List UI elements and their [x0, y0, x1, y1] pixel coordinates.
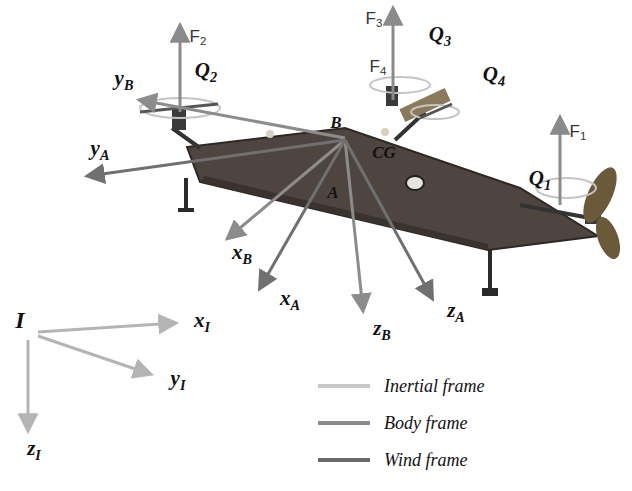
symbol: Q — [195, 58, 210, 82]
symbol: x — [232, 240, 243, 264]
subscript: A — [455, 309, 465, 325]
force-label: F1 — [570, 123, 587, 143]
motor-3-4 — [370, 77, 459, 122]
symbol: z — [27, 436, 35, 460]
subscript: I — [35, 447, 41, 463]
body-frame-axes — [140, 100, 363, 310]
symbol: y — [115, 66, 124, 90]
symbol: y — [91, 136, 100, 160]
subscript: 1 — [580, 130, 586, 142]
inertial-frame-axes — [28, 323, 175, 430]
axis-label: zI — [27, 438, 41, 462]
subscript: A — [100, 147, 110, 163]
symbol: Q — [483, 62, 498, 86]
legend-sample — [318, 458, 370, 462]
symbol: F — [370, 57, 380, 76]
axis-label: zA — [447, 300, 465, 324]
subscript: B — [381, 327, 391, 343]
legend-text: Inertial frame — [384, 377, 485, 395]
legend-sample — [318, 384, 370, 388]
axis-label: Q4 — [483, 64, 505, 88]
motor-1 — [536, 163, 625, 262]
axis-label: B — [330, 114, 341, 131]
axis-label: Q2 — [195, 60, 217, 84]
subscript: 1 — [544, 177, 551, 193]
subscript: A — [290, 297, 300, 313]
motor-booms — [172, 112, 590, 218]
symbol: y — [171, 366, 180, 390]
wind-frame-axes — [88, 140, 432, 298]
axis-label: xA — [280, 288, 300, 312]
subscript: 2 — [200, 35, 206, 47]
subscript: I — [204, 319, 210, 335]
symbol: x — [280, 286, 291, 310]
axis-label: yB — [115, 68, 134, 92]
subscript: 4 — [380, 65, 386, 77]
axis-label: zB — [373, 318, 391, 342]
axis-label: yI — [171, 368, 186, 392]
subscript: 2 — [210, 69, 217, 85]
legend-sample — [318, 421, 370, 425]
legend-text: Wind frame — [384, 451, 468, 469]
subscript: B — [124, 77, 134, 93]
subscript: 3 — [376, 17, 382, 29]
symbol: F — [366, 9, 376, 28]
force-label: F4 — [370, 58, 387, 78]
symbol: Q — [529, 166, 544, 190]
axis-label: I — [15, 308, 24, 332]
force-label: F2 — [190, 28, 207, 48]
symbol: Q — [429, 22, 444, 46]
symbol: z — [373, 316, 381, 340]
wing-shade — [200, 176, 488, 250]
subscript: I — [180, 377, 186, 393]
axis-label: xB — [232, 242, 252, 266]
axis-label: CG — [372, 144, 396, 161]
symbol: F — [570, 122, 580, 141]
force-arrows — [180, 9, 560, 205]
wing-body — [187, 128, 598, 250]
axis-label: xI — [194, 310, 210, 334]
axis-label: Q3 — [429, 24, 451, 48]
subscript: B — [242, 251, 252, 267]
subscript: 4 — [498, 73, 505, 89]
axis-label: yA — [91, 138, 110, 162]
axis-label: A — [327, 184, 338, 201]
symbol: x — [194, 308, 205, 332]
symbol: z — [447, 298, 455, 322]
force-label: F3 — [366, 10, 383, 30]
subscript: 3 — [444, 33, 451, 49]
axis-label: Q1 — [529, 168, 551, 192]
legend-text: Body frame — [384, 414, 467, 432]
symbol: F — [190, 27, 200, 46]
